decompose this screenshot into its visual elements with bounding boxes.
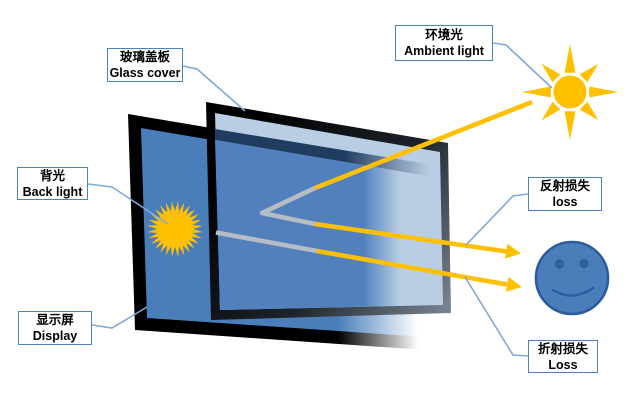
connector-ambient-light (492, 42, 553, 89)
label-ambient-light-en: Ambient light (404, 44, 484, 58)
connector-back-light (87, 183, 169, 225)
backlight-sun-icon (147, 201, 203, 257)
sun-rays (522, 44, 618, 140)
label-refraction-loss: 折射损失 Loss (528, 340, 598, 373)
label-reflection-loss-en: loss (552, 195, 578, 209)
label-back-light-en: Back light (22, 184, 83, 199)
backlight-loss-ray (215, 230, 318, 254)
label-refraction-loss-en: Loss (548, 357, 578, 372)
label-ambient-light: 环境光 Ambient light (395, 25, 493, 61)
label-display-en: Display (32, 329, 78, 343)
internal-loss-ray (259, 185, 316, 227)
transmission-exit-ray (316, 248, 508, 287)
label-glass-cover-zh: 玻璃盖板 (119, 50, 170, 64)
ambient-incoming-ray (314, 99, 533, 191)
reflection-arrowhead-icon (505, 243, 521, 259)
label-back-light-zh: 背光 (39, 168, 65, 183)
viewer-smiley-icon (534, 240, 610, 316)
label-reflection-loss: 反射损失 loss (528, 177, 602, 211)
connectors (87, 42, 553, 357)
reflection-exit-ray (314, 221, 508, 254)
connector-refraction-loss (464, 276, 529, 357)
ambient-sun-icon (522, 44, 618, 140)
label-display: 显示屏 Display (18, 311, 92, 345)
smiley-face (534, 240, 610, 316)
smiley-eye-right (579, 258, 589, 269)
label-refraction-loss-zh: 折射损失 (537, 341, 588, 356)
smiley-mouth (551, 286, 595, 297)
connector-glass-cover (182, 65, 246, 112)
smiley-eye-left (554, 259, 565, 269)
connector-reflection-loss (465, 193, 529, 246)
light-rays (215, 99, 533, 292)
sun-core (553, 75, 587, 109)
label-reflection-loss-zh: 反射损失 (539, 179, 590, 193)
label-glass-cover-en: Glass cover (109, 66, 181, 80)
transmission-arrowhead-icon (505, 277, 522, 292)
label-back-light: 背光 Back light (17, 167, 88, 200)
glass-navy-band (215, 129, 440, 178)
label-display-zh: 显示屏 (36, 313, 74, 327)
label-glass-cover: 玻璃盖板 Glass cover (107, 48, 183, 82)
connector-display (91, 306, 148, 329)
label-ambient-light-zh: 环境光 (425, 28, 463, 42)
